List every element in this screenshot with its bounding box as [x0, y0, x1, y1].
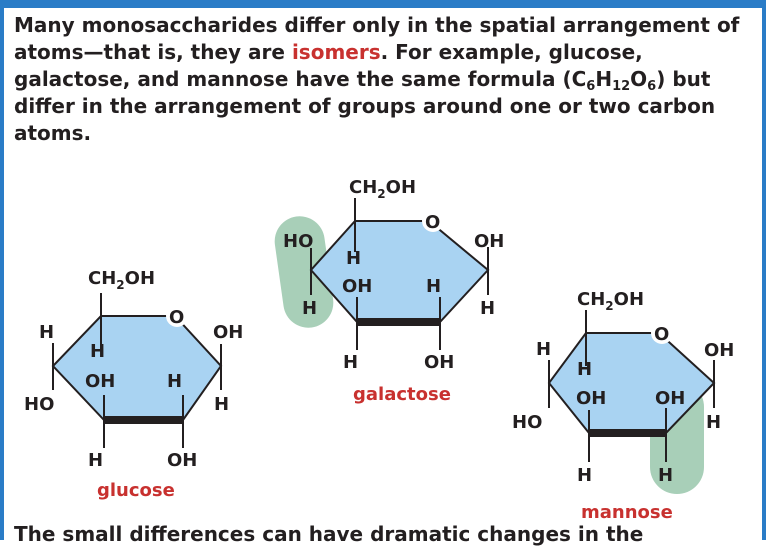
mannose-ring-oxygen-circle: [651, 322, 673, 344]
frame-right: [762, 0, 766, 540]
glucose-ring-oxygen-circle: [166, 305, 188, 327]
glucose-c3-h: H: [88, 450, 103, 471]
glucose-name: glucose: [97, 480, 175, 501]
galactose-ring-oxygen-circle: [422, 210, 444, 232]
galactose-c3-h: H: [343, 352, 358, 373]
mannose-c1-h: H: [706, 412, 721, 433]
frame-left: [0, 0, 4, 540]
galactose-c5-h: H: [346, 248, 361, 269]
glucose-ch2oh-label: CH2OH: [88, 268, 155, 292]
caption-text-1: Many monosaccharides differ only in the …: [14, 13, 740, 64]
glucose-c5-h: H: [90, 341, 105, 362]
glucose-ring-oxygen: O: [169, 307, 184, 328]
formula-sub-o: 6: [647, 79, 657, 94]
mannose-ring-oxygen: O: [654, 324, 669, 345]
mannose-c4-ho: HO: [512, 412, 542, 433]
frame-top: [0, 0, 766, 8]
caption-text-2: . For example, glucose, galactose, and m…: [14, 40, 643, 91]
caption-highlight-isomers: isomers: [291, 40, 381, 64]
glucose-c4-ho: HO: [24, 394, 54, 415]
mannose-c5-h: H: [577, 359, 592, 380]
glucose-c2-h: H: [167, 371, 182, 392]
mannose-molecule: CH2OH O H OH H OH OH HO H H H mannose: [512, 289, 734, 523]
galactose-ring: [309, 220, 490, 323]
galactose-c1-h: H: [480, 298, 495, 319]
glucose-c1-oh: OH: [213, 322, 243, 343]
mannose-c3-oh: OH: [576, 388, 606, 409]
caption-paragraph: Many monosaccharides differ only in the …: [14, 12, 754, 147]
galactose-molecule: CH2OH O HO OH H OH H H H H OH galactose: [274, 177, 504, 405]
glucose-c1-h: H: [214, 394, 229, 415]
formula-h: H: [595, 67, 613, 91]
galactose-ring-oxygen: O: [425, 212, 440, 233]
formula-o: O: [630, 67, 648, 91]
galactose-c1-oh: OH: [474, 231, 504, 252]
galactose-c2-h: H: [426, 276, 441, 297]
galactose-c4-h: H: [302, 298, 317, 319]
glucose-c3-oh: OH: [85, 371, 115, 392]
mannose-c2-oh: OH: [655, 388, 685, 409]
mannose-name: mannose: [581, 502, 673, 523]
mannose-c3-h: H: [577, 465, 592, 486]
glucose-molecule: CH2OH O H H OH OH H HO H H OH glucose: [24, 268, 243, 501]
mannose-c2-h: H: [658, 465, 673, 486]
galactose-name: galactose: [353, 384, 451, 405]
galactose-ch2oh-label: CH2OH: [349, 177, 416, 201]
glucose-ring: [51, 315, 223, 421]
mannose-c4-h: H: [536, 339, 551, 360]
caption-text-3: ) but differ in the arrangement of group…: [14, 67, 716, 145]
galactose-c4-ho: HO: [283, 231, 313, 252]
glucose-c2-oh: OH: [167, 450, 197, 471]
formula-sub-c: 6: [586, 79, 596, 94]
mannose-c1-oh: OH: [704, 340, 734, 361]
galactose-c2-oh: OH: [424, 352, 454, 373]
glucose-c4-h: H: [39, 322, 54, 343]
formula-sub-h: 12: [612, 79, 631, 94]
galactose-c3-oh: OH: [342, 276, 372, 297]
galactose-highlight: [274, 216, 334, 328]
mannose-ch2oh-label: CH2OH: [577, 289, 644, 313]
cutoff-next-line: The small differences can have dramatic …: [14, 522, 644, 546]
